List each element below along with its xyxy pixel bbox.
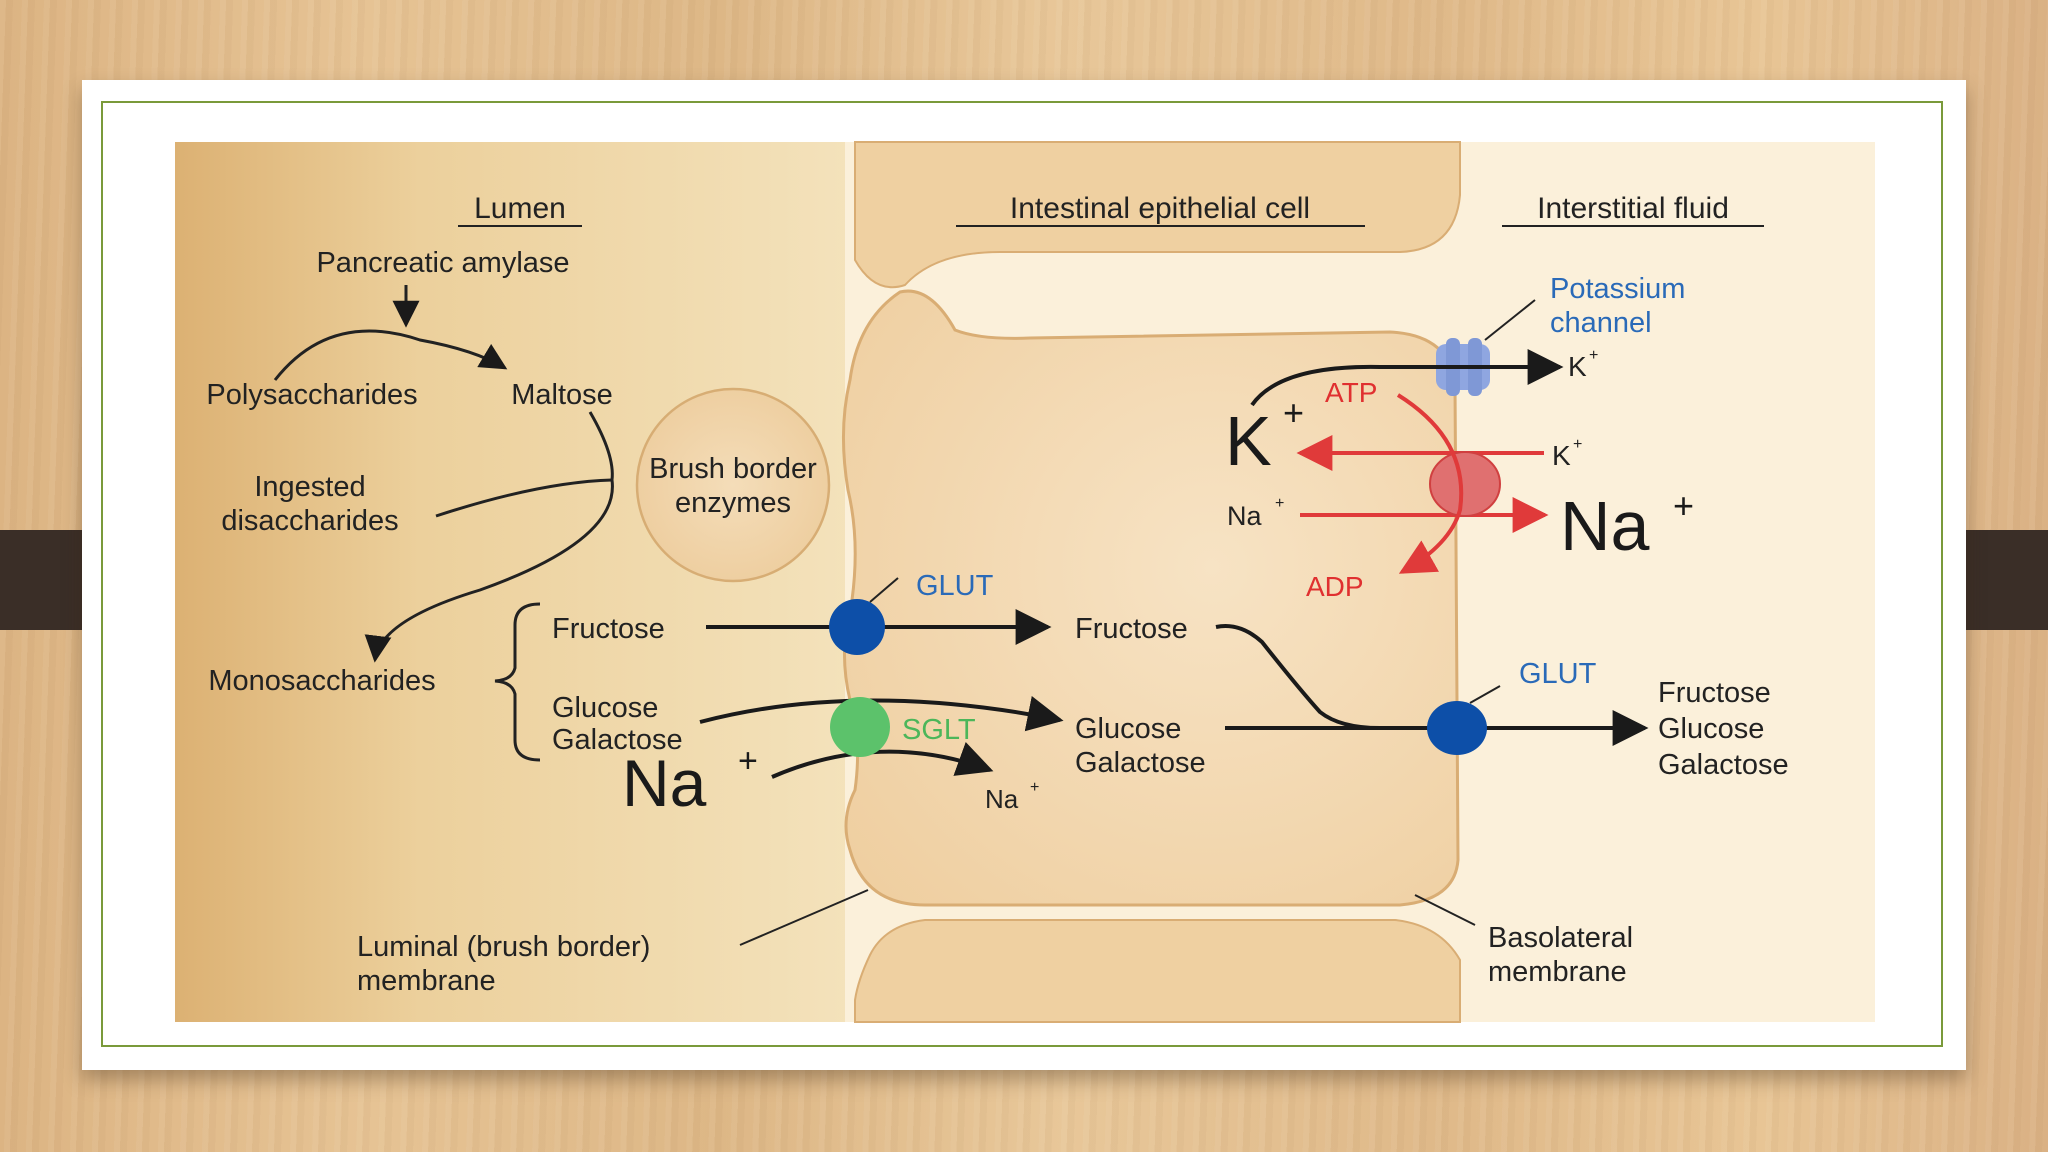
brush-border-enzymes-circle [635, 387, 831, 583]
ingested-line1: Ingested [254, 471, 365, 503]
out-glucose-label: Glucose [1658, 713, 1764, 745]
k-out-plus: + [1589, 347, 1598, 364]
glut-apical-label: GLUT [916, 570, 994, 602]
brush-border-line2: enzymes [675, 487, 791, 519]
maltose-label: Maltose [511, 379, 613, 411]
brush-border-line1: Brush border [649, 453, 817, 485]
luminal-membrane-line1: Luminal (brush border) [357, 931, 650, 963]
adp-label: ADP [1306, 571, 1364, 602]
lumen-fructose-label: Fructose [552, 613, 665, 645]
basolateral-membrane-line1: Basolateral [1488, 922, 1633, 954]
lumen-na-plus-sign: + [738, 742, 758, 780]
cell-na-small-label: Na [985, 784, 1019, 814]
out-na-big-label: Na [1560, 487, 1650, 565]
luminal-membrane-line2: membrane [357, 965, 496, 997]
pancreatic-amylase-label: Pancreatic amylase [316, 247, 569, 279]
potassium-label-line1: Potassium [1550, 273, 1685, 305]
sglt-transporter [830, 697, 890, 757]
basolateral-membrane-line2: membrane [1488, 956, 1627, 988]
upper-neighbour-cell [854, 141, 1461, 289]
monosaccharides-label: Monosaccharides [208, 665, 435, 697]
cell-heading: Intestinal epithelial cell [1010, 192, 1310, 225]
cell-fructose-label: Fructose [1075, 613, 1188, 645]
cell-glucose-label: Glucose [1075, 713, 1181, 745]
out-fructose-label: Fructose [1658, 677, 1771, 709]
cell-na-small-plus: + [1030, 779, 1039, 796]
interstitial-heading: Interstitial fluid [1537, 192, 1729, 225]
slide-frame [101, 101, 1943, 1047]
polysaccharides-label: Polysaccharides [206, 379, 417, 411]
lumen-glucose-label: Glucose [552, 692, 658, 724]
atp-label: ATP [1325, 377, 1377, 408]
cell-na-pump-label: Na [1227, 501, 1262, 531]
potassium-label-line2: channel [1550, 307, 1652, 339]
out-na-big-plus: + [1673, 485, 1694, 526]
lumen-galactose-label: Galactose [552, 724, 683, 756]
glut-apical-transporter [829, 599, 885, 655]
na-k-pump [1429, 451, 1501, 517]
glut-basolateral-label: GLUT [1519, 658, 1597, 690]
lumen-region [175, 142, 875, 1022]
ingested-line2: disaccharides [221, 505, 398, 537]
monosaccharides-brace [494, 602, 541, 762]
k-return-plus: + [1573, 436, 1582, 453]
lumen-heading: Lumen [474, 192, 566, 225]
lower-neighbour-cell [854, 919, 1461, 1023]
cell-k-big-label: K [1225, 402, 1272, 480]
cell-galactose-label: Galactose [1075, 747, 1206, 779]
sglt-label: SGLT [902, 714, 976, 746]
glut-basolateral-transporter [1427, 701, 1487, 755]
lumen-na-label: Na [622, 746, 707, 820]
out-galactose-label: Galactose [1658, 749, 1789, 781]
k-out-label: K [1568, 351, 1587, 382]
cell-na-pump-plus: + [1275, 495, 1284, 512]
cell-k-big-plus: + [1283, 392, 1304, 433]
k-return-label: K [1552, 440, 1571, 471]
